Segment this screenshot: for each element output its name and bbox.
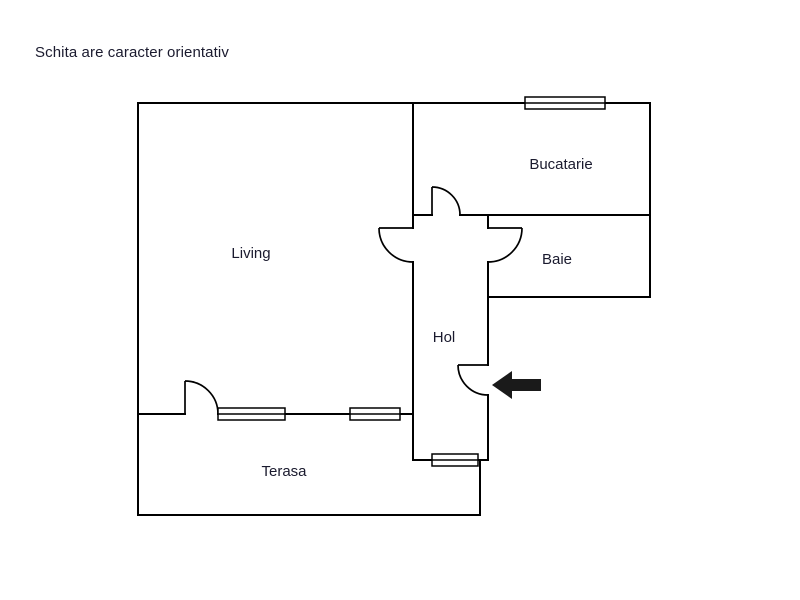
entrance-arrow-icon — [492, 371, 541, 399]
room-label-baie: Baie — [542, 251, 572, 268]
door-entrance — [457, 364, 489, 396]
windows — [217, 96, 606, 467]
room-label-living: Living — [231, 245, 270, 262]
window-living-left — [217, 407, 286, 421]
room-label-terasa: Terasa — [261, 463, 307, 480]
window-hol — [431, 453, 479, 467]
door-swing-arc — [457, 364, 489, 396]
window-living-right — [349, 407, 401, 421]
door-swing-arc — [487, 227, 523, 263]
doors — [184, 186, 523, 415]
disclaimer-text: Schita are caracter orientativ — [35, 44, 229, 61]
room-labels: Living Bucatarie Baie Hol Terasa — [231, 156, 592, 480]
window-bucatarie — [524, 96, 606, 110]
room-label-bucatarie: Bucatarie — [529, 156, 592, 173]
room-label-hol: Hol — [433, 329, 456, 346]
door-swing-arc — [431, 186, 461, 216]
door-terasa — [184, 380, 219, 415]
door-bucatarie — [431, 186, 461, 216]
door-swing-arc — [184, 380, 219, 415]
door-living — [378, 227, 414, 263]
door-baie — [487, 227, 523, 263]
door-swing-arc — [378, 227, 414, 263]
